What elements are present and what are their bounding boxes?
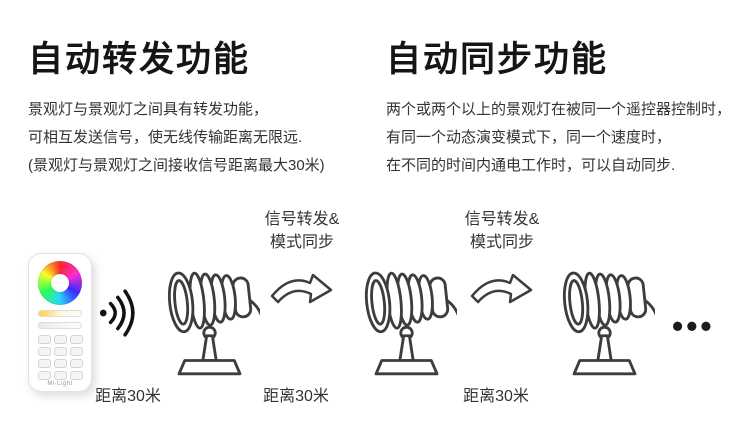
auto-forward-title: 自动转发功能 (28, 40, 251, 79)
remote-control-illustration: Mi·Light (28, 253, 92, 392)
relay-label-line2: 模式同步 (269, 234, 334, 251)
relay-group-1: 信号转发& 模式同步 (252, 208, 352, 304)
remote-button (69, 335, 83, 344)
auto-forward-description: 景观灯与景观灯之间具有转发功能， 可相互发送信号，使无线传输距离无限远. (景观… (28, 96, 325, 180)
auto-sync-description: 两个或两个以上的景观灯在被同一个遥控器控制时， 有同一个动态演变模式下，同一个速… (386, 96, 731, 180)
remote-button (37, 359, 51, 368)
remote-button (53, 335, 67, 344)
forward-desc-line3: (景观灯与景观灯之间接收信号距离最大30米) (28, 157, 325, 174)
remote-brand-label: Mi·Light (47, 381, 73, 387)
curved-arrow-icon (270, 273, 333, 304)
remote-button (37, 371, 51, 380)
remote-button (37, 335, 51, 344)
color-wheel-icon (38, 261, 82, 305)
sync-desc-line2: 有同一个动态演变模式下，同一个速度时， (386, 129, 672, 146)
relay-label-line1: 信号转发& (464, 211, 540, 228)
remote-button (37, 347, 51, 356)
remote-button (53, 359, 67, 368)
forward-desc-line1: 景观灯与景观灯之间具有转发功能， (28, 101, 269, 118)
remote-button-grid (37, 335, 83, 380)
forward-desc-line2: 可相互发送信号，使无线传输距离无限远. (28, 129, 303, 146)
relay-group-2: 信号转发& 模式同步 (452, 208, 552, 304)
color-temp-bar-icon (38, 310, 82, 317)
remote-button (53, 371, 67, 380)
relay-label-line2: 模式同步 (469, 234, 534, 251)
remote-button (69, 359, 83, 368)
distance-label-1: 距离30米 (95, 388, 161, 405)
wireless-signal-icon (99, 289, 135, 337)
landscape-light-icon (357, 252, 457, 390)
continuation-ellipsis: ••• (672, 308, 715, 344)
relay-label-line1: 信号转发& (264, 211, 340, 228)
distance-label-2: 距离30米 (263, 388, 329, 405)
sync-desc-line3: 在不同的时间内通电工作时，可以自动同步. (386, 157, 676, 174)
brightness-bar-icon (38, 322, 82, 329)
landscape-light-icon (160, 252, 260, 390)
remote-button (69, 371, 83, 380)
distance-label-3: 距离30米 (463, 388, 529, 405)
auto-sync-title: 自动同步功能 (386, 40, 609, 79)
remote-button (69, 347, 83, 356)
sync-desc-line1: 两个或两个以上的景观灯在被同一个遥控器控制时， (386, 101, 732, 118)
curved-arrow-icon (470, 273, 533, 304)
landscape-light-icon (555, 252, 655, 390)
remote-button (53, 347, 67, 356)
